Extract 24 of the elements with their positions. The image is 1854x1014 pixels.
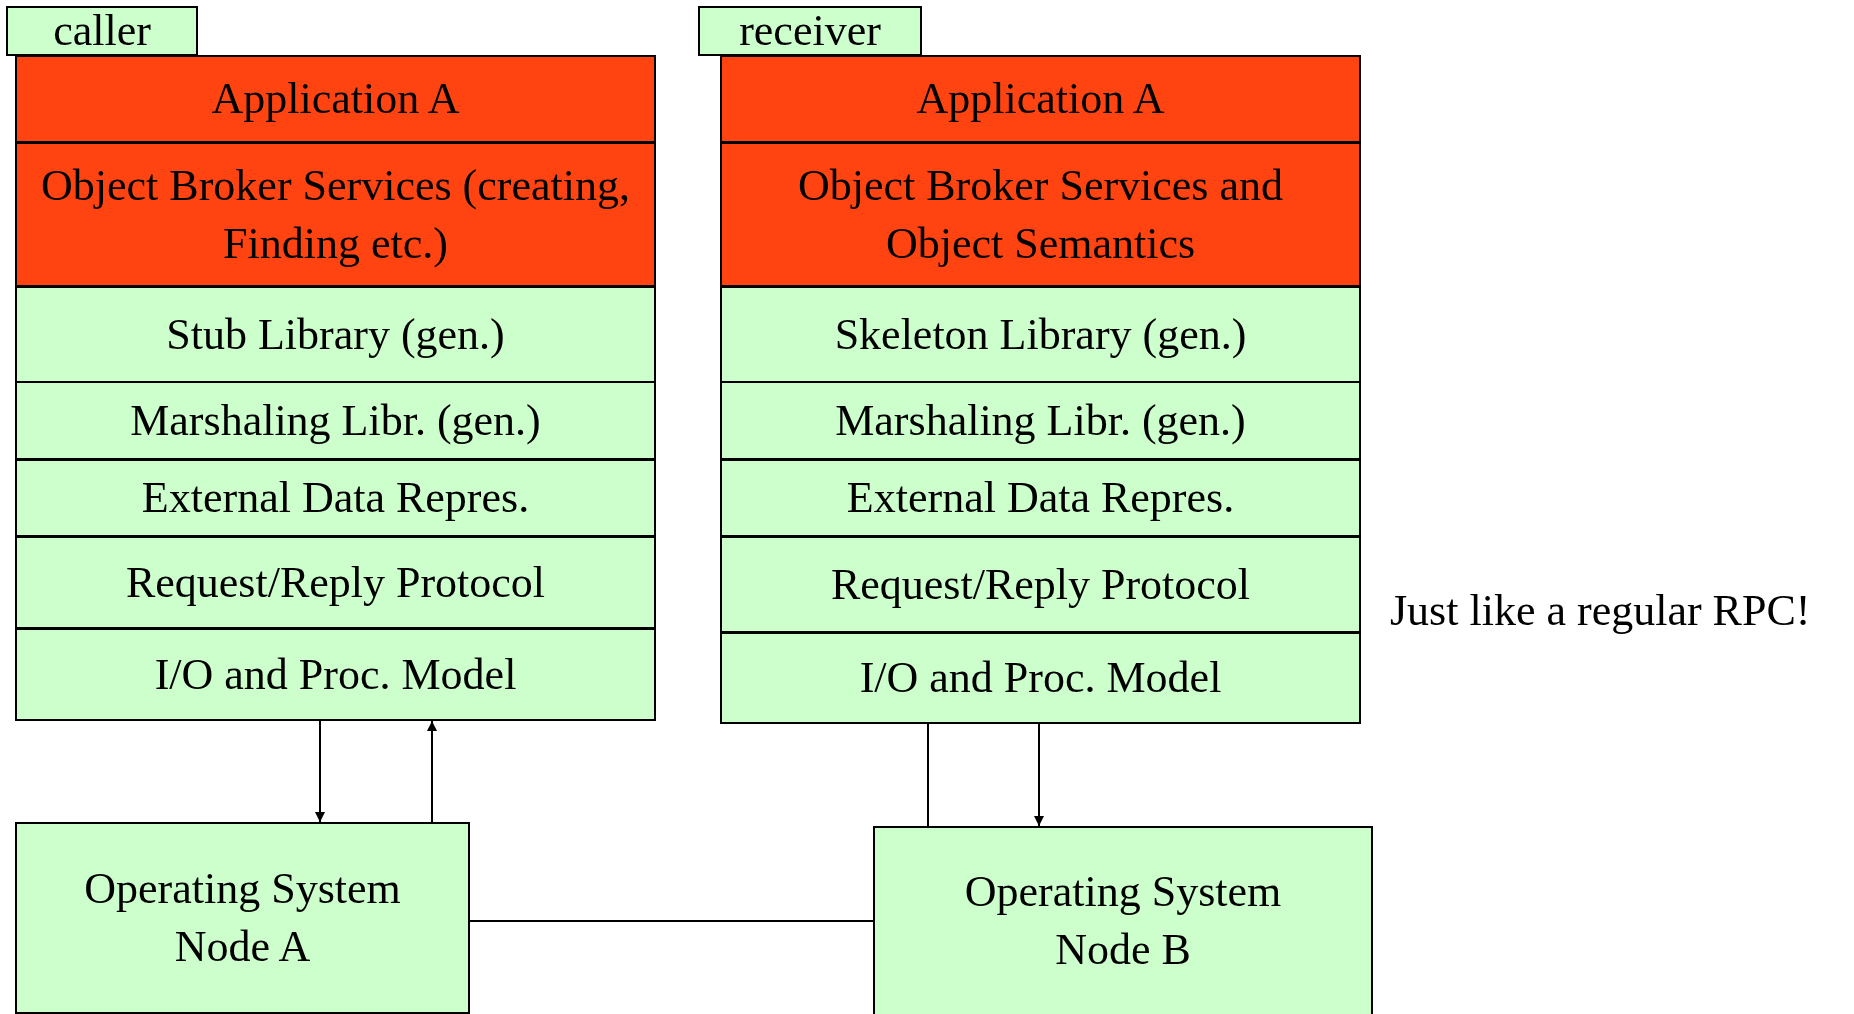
layer-box: Request/Reply Protocol bbox=[15, 536, 656, 629]
layer-box: External Data Repres. bbox=[720, 459, 1361, 537]
layer-box: Marshaling Libr. (gen.) bbox=[720, 381, 1361, 460]
connector-line bbox=[927, 723, 929, 827]
arrow bbox=[315, 720, 325, 823]
layer-box: Skeleton Library (gen.) bbox=[720, 286, 1361, 383]
connector-line bbox=[469, 920, 874, 922]
layer-box: Stub Library (gen.) bbox=[15, 286, 656, 383]
arrow bbox=[1034, 723, 1044, 827]
tab-label: caller bbox=[6, 6, 198, 56]
layer-box: Request/Reply Protocol bbox=[720, 536, 1361, 633]
layer-box: I/O and Proc. Model bbox=[720, 632, 1361, 724]
layer-box: Object Broker Services and Object Semantics bbox=[720, 142, 1361, 287]
layer-box: Marshaling Libr. (gen.) bbox=[15, 381, 656, 460]
layer-box: Application A bbox=[15, 55, 656, 143]
layer-box: Application A bbox=[720, 55, 1361, 143]
layer-box: Object Broker Services (creating, Finding etc.) bbox=[15, 142, 656, 287]
note-text: Just like a regular RPC! bbox=[1390, 585, 1811, 636]
tab-label: receiver bbox=[698, 6, 922, 56]
process-box: Operating System Node A bbox=[15, 822, 470, 1014]
arrow bbox=[427, 720, 437, 823]
layer-box: I/O and Proc. Model bbox=[15, 628, 656, 721]
process-box: Operating System Node B bbox=[873, 826, 1373, 1014]
layer-box: External Data Repres. bbox=[15, 459, 656, 537]
